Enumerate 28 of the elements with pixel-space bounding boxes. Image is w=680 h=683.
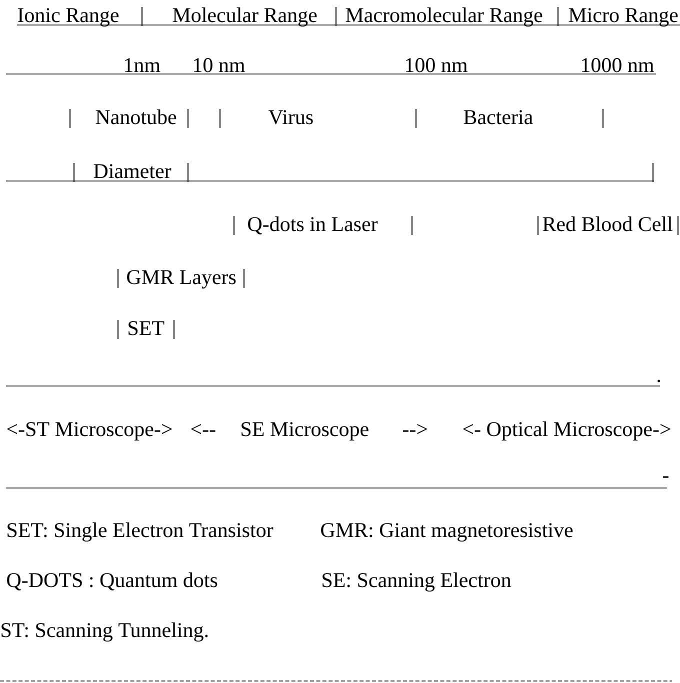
abbreviation-note: SET: Single Electron Transistor: [8, 522, 274, 542]
abbreviation-note: GMR: Giant magnetoresistive: [321, 523, 573, 542]
abbreviation-note: SE: Scanning Electron: [322, 572, 512, 592]
abbreviation-note: Q-DOTS : Quantum dots: [7, 572, 218, 590]
range-label: Macromolecular Range: [346, 7, 542, 27]
dash-mark: -: [662, 476, 668, 478]
range-label: Molecular Range: [172, 7, 317, 27]
scale-label: 1nm: [125, 58, 160, 72]
microscope-label: <-ST Microscope->: [7, 422, 172, 440]
size-label: GMR Layers: [127, 270, 236, 289]
microscope-label: SE Microscope: [242, 422, 368, 440]
size-label: SET: [128, 321, 164, 336]
range-arrow-text: -->: [402, 424, 428, 434]
range-arrow-text: <--: [191, 424, 216, 434]
range-label: Micro Range: [568, 8, 678, 27]
range-label: Ionic Range: [18, 8, 119, 27]
scale-label: 10 nm: [194, 58, 245, 72]
microscope-label: <- Optical Microscope->: [463, 421, 670, 440]
scale-label: 100 nm: [406, 58, 468, 72]
abbreviation-note: ST: Scanning Tunneling.: [2, 622, 208, 642]
size-label: Q-dots in Laser: [248, 216, 378, 234]
scale-label: 1000 nm: [582, 58, 654, 72]
dot-mark: .: [658, 380, 660, 382]
size-label: Diameter: [94, 164, 172, 178]
size-label: Nanotube: [96, 109, 176, 124]
size-label: Red Blood Cell: [542, 216, 672, 232]
size-label: Virus: [268, 110, 313, 124]
size-label: Bacteria: [464, 110, 533, 124]
